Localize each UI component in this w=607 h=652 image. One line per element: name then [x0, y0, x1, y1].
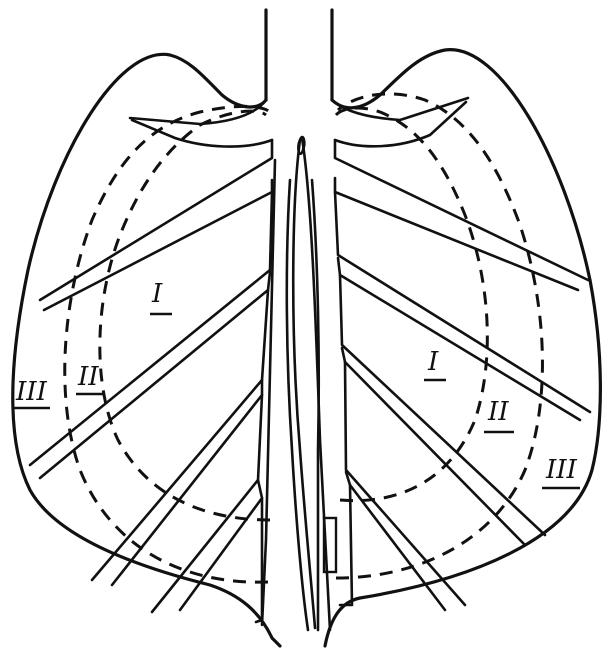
right-zone-1-label: I: [427, 347, 439, 377]
trachea: [266, 10, 332, 100]
central-structure: [287, 137, 336, 630]
right-bronchial-tree: [332, 98, 590, 610]
left-bronchial-tree: [30, 100, 275, 625]
left-zone-3-label: III: [15, 377, 48, 407]
left-lung-outline: [13, 54, 280, 646]
right-zone-2-label: II: [487, 397, 509, 427]
left-zone-2-label: II: [77, 362, 99, 392]
left-zone-boundary-inner: [100, 111, 270, 520]
right-zone-3-label: III: [545, 455, 578, 485]
left-zone-1-label: I: [151, 279, 163, 309]
right-zone-boundary-inner: [336, 108, 487, 501]
